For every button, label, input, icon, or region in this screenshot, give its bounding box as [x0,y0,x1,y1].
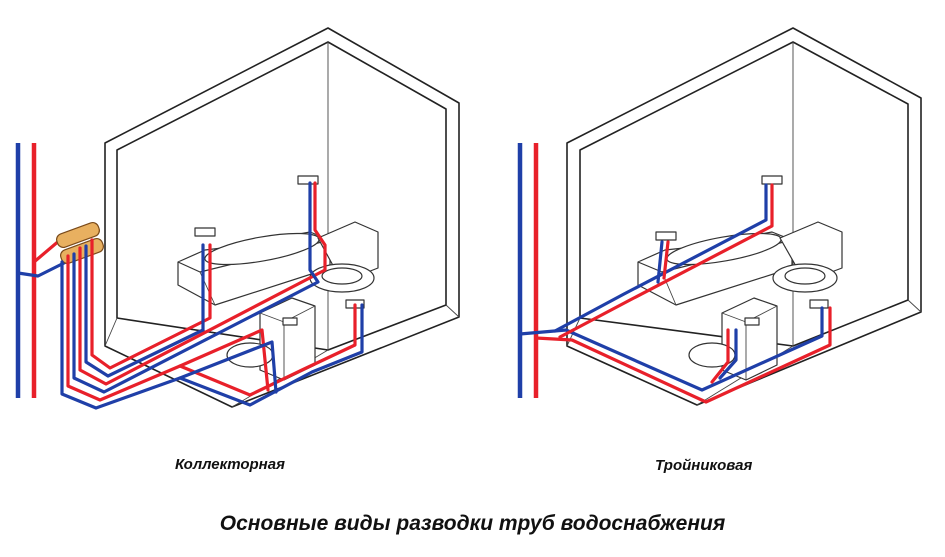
tee-scheme [517,27,922,406]
taps-right [655,175,829,309]
collector-scheme [15,27,460,410]
risers-right [517,143,539,398]
collector-pipes [60,181,364,410]
sink-left [309,221,379,293]
risers-left [15,143,68,398]
tee-scheme-label: Тройниковая [655,457,753,474]
collector-scheme-label: Коллекторная [175,456,285,473]
sink-right [772,221,843,293]
diagram-title: Основные виды разводки труб водоснабжени… [219,512,726,535]
tee-pipes [518,183,832,404]
